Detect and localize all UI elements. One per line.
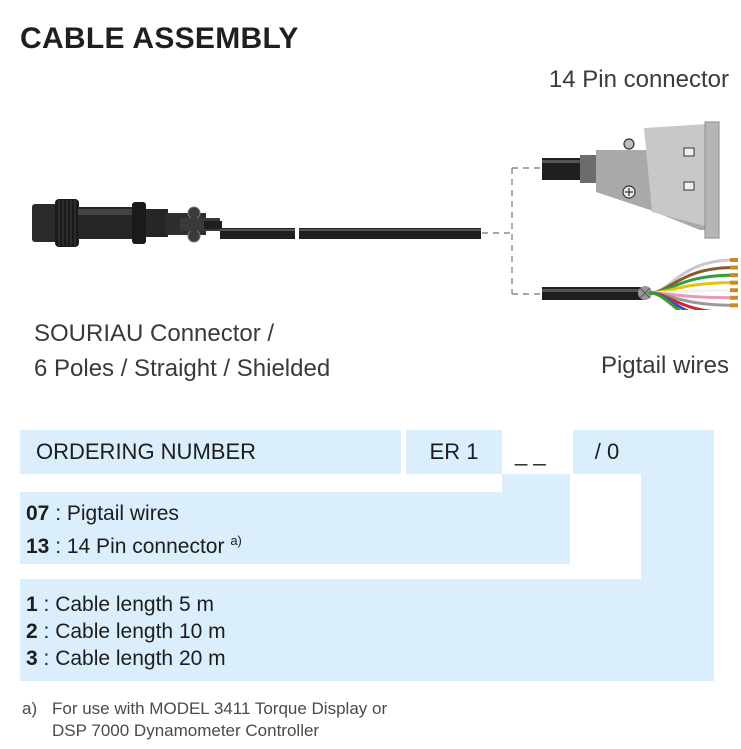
footnote-ref-sup: a) (230, 533, 242, 548)
cable-assembly-drawing (32, 121, 738, 310)
wire-tip (730, 280, 738, 285)
length-option-3: 3 : Cable length 20 m (26, 647, 226, 670)
connector-option-07: 07 : Pigtail wires (26, 502, 179, 525)
wire-tip (730, 288, 738, 293)
main-cable (220, 228, 481, 239)
footnote-ref: a) (22, 699, 38, 718)
wire-tip (730, 258, 738, 262)
length-options-stem (641, 430, 714, 581)
wire-tip (730, 265, 738, 270)
pigtail-wires-label: Pigtail wires (600, 352, 729, 379)
14-pin-connector-icon (542, 121, 720, 239)
pigtail-cable-icon (542, 258, 738, 310)
souriau-line-1: SOURIAU Connector / (34, 320, 275, 347)
connector-code-blank: _ _ (515, 441, 546, 466)
connector-options-stem (502, 474, 570, 494)
ordering-number-label: ORDERING NUMBER (36, 439, 257, 464)
wire-tip (730, 273, 738, 278)
prefix-value: ER 1 (429, 439, 479, 464)
length-option-2: 2 : Cable length 10 m (26, 620, 226, 643)
length-options: 1 : Cable length 5 m 2 : Cable length 10… (26, 591, 226, 672)
dashed-leader-lines (482, 167, 542, 295)
ordering-number-cell: ORDERING NUMBER (20, 430, 401, 474)
pin-connector-label: 14 Pin connector (548, 66, 729, 93)
separator-value: / 0 (594, 439, 620, 464)
prefix-cell: ER 1 (406, 430, 502, 474)
souriau-connector-icon (32, 199, 222, 247)
page-title: CABLE ASSEMBLY (20, 22, 299, 55)
pigtail-wire (648, 291, 682, 310)
wire-tip (730, 303, 738, 308)
footnote-line-2: DSP 7000 Dynamometer Controller (52, 721, 320, 740)
connector-options: 07 : Pigtail wires 13 : 14 Pin connector… (26, 500, 242, 560)
length-option-1: 1 : Cable length 5 m (26, 593, 214, 616)
connector-options-block (20, 492, 570, 564)
length-options-block (20, 579, 714, 681)
souriau-line-2: 6 Poles / Straight / Shielded (34, 355, 331, 382)
connector-option-13: 13 : 14 Pin connector a) (26, 533, 242, 558)
wire-tip (730, 295, 738, 300)
souriau-connector-label: SOURIAU Connector / 6 Poles / Straight /… (34, 316, 330, 386)
footnote-line-1: For use with MODEL 3411 Torque Display o… (52, 699, 388, 718)
separator-cell: / 0 (573, 430, 641, 474)
footnote: a) For use with MODEL 3411 Torque Display… (22, 698, 387, 742)
